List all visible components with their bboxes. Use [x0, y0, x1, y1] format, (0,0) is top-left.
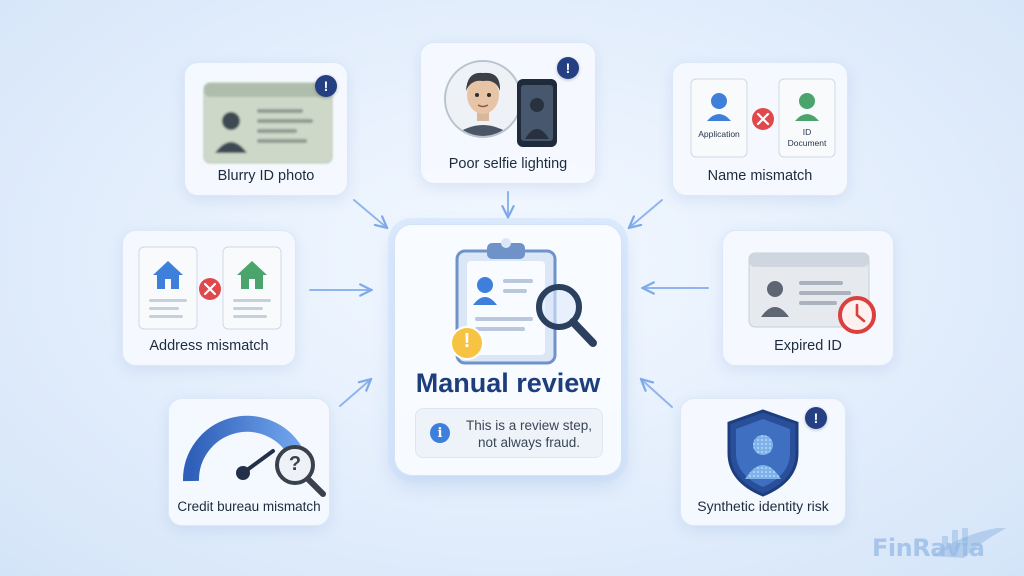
card-expired-id: Expired ID [722, 230, 894, 366]
card-address-mismatch: Address mismatch [122, 230, 296, 366]
review-note-text: This is a review step, not always fraud. [465, 418, 593, 450]
warning-icon: ! [463, 330, 471, 352]
card-label: Credit bureau mismatch [177, 499, 321, 514]
card-label: Poor selfie lighting [448, 156, 568, 172]
blurry-id-card-icon [203, 82, 333, 164]
application-label: Application [698, 129, 740, 139]
card-label: Blurry ID photo [217, 168, 315, 184]
card-label: Synthetic identity risk [697, 498, 829, 514]
card-blurry-id-photo: ! Blurry ID photo [184, 62, 348, 196]
review-note: i This is a review step, not always frau… [415, 408, 603, 458]
arrow-from-name-mismatch [630, 199, 663, 227]
shield-identity-icon [727, 409, 799, 497]
brand-name: FinRavia [872, 534, 985, 562]
card-credit-bureau-mismatch: ? Credit bureau mismatch [168, 398, 330, 526]
card-poor-selfie-lighting: ! Poor selfie lighting [420, 42, 596, 184]
arrow-from-credit [339, 380, 370, 407]
finravia-logo: FinRavia [872, 528, 1012, 568]
card-label: Address mismatch [149, 338, 269, 354]
alert-badge-icon: ! [315, 75, 337, 97]
card-synthetic-identity-risk: ! Synthetic identity risk [680, 398, 846, 526]
alert-badge-icon: ! [557, 57, 579, 79]
question-mark-icon: ? [288, 453, 302, 475]
credit-gauge-icon [182, 415, 326, 497]
id-document-label-line1: ID [802, 127, 812, 137]
address-mismatch-icon [138, 246, 282, 330]
expired-id-clock-icon [748, 252, 876, 334]
selfie-portrait-phone-icon [444, 60, 557, 147]
card-label: Expired ID [774, 338, 842, 354]
name-mismatch-icon [690, 78, 836, 158]
manual-review-title: Manual review [415, 368, 601, 398]
arrow-from-blurry-id [353, 199, 386, 227]
card-label: Name mismatch [707, 168, 813, 184]
logo-wing-icon [932, 528, 1007, 558]
manual-review-card: ! Manual review i This is a review step,… [394, 224, 622, 476]
clipboard-magnifier-icon [450, 238, 597, 365]
info-icon: i [430, 423, 450, 443]
alert-badge-icon: ! [805, 407, 827, 429]
id-document-label-line2: Document [787, 138, 827, 148]
card-name-mismatch: Application ID Document Name mismatch [672, 62, 848, 196]
arrow-from-synthetic [642, 380, 673, 408]
